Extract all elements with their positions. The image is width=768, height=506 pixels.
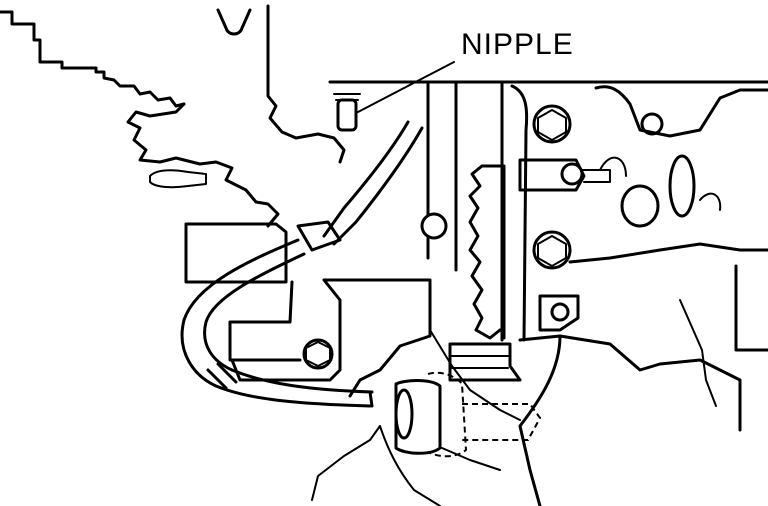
gasket-strip <box>468 164 502 340</box>
hose-upper-inner <box>332 126 424 246</box>
head-port-2 <box>620 184 660 228</box>
hose-loop-inner <box>203 252 374 394</box>
throttle-bracket-bolt <box>560 162 584 186</box>
manifold-plate <box>426 80 529 342</box>
right-cover <box>518 264 768 432</box>
lower-mid-lines <box>429 329 521 471</box>
housing-bolt-hex <box>305 341 331 367</box>
head-wave <box>599 156 722 211</box>
hose-fitting-hidden <box>427 371 542 458</box>
hose-connector <box>296 220 342 252</box>
lower-housing <box>230 278 432 398</box>
left-bracket <box>184 222 288 284</box>
lower-left-lines <box>311 425 441 506</box>
plate-bolt-1 <box>420 212 448 240</box>
fitting-connector <box>368 390 374 408</box>
nipple-collar <box>333 93 361 101</box>
right-cover-edge <box>518 334 562 506</box>
head-port-3 <box>668 154 696 218</box>
break-line-middle <box>126 102 280 228</box>
housing-notch <box>228 280 302 362</box>
fuel-bulge-left <box>149 169 207 189</box>
nipple <box>336 98 358 132</box>
hose-fitting-solid <box>394 379 442 455</box>
hose-upper <box>322 120 410 238</box>
callout-label-nipple: NIPPLE <box>461 28 574 61</box>
panel-left-edge <box>266 4 346 164</box>
plate-base-block <box>448 342 522 382</box>
flange-bolt <box>550 302 570 322</box>
callout-leader <box>357 61 455 113</box>
hose-band <box>206 362 238 390</box>
hose-loop-outer <box>180 238 372 408</box>
gasket-strip-right <box>480 164 506 340</box>
head-bolt-1-hex <box>537 109 567 141</box>
hook-detail <box>216 8 252 36</box>
hose-fitting-end <box>394 388 414 440</box>
head-bolt-2-hex <box>537 235 567 267</box>
throttle-bracket <box>518 158 586 192</box>
head-bolt-2 <box>532 230 572 270</box>
throttle-rod <box>581 169 611 183</box>
head-port-1 <box>640 112 664 136</box>
flange-plate <box>538 294 580 332</box>
plate-base-lines <box>451 355 509 369</box>
break-line-top-left <box>0 10 186 108</box>
head-lower-edge <box>568 242 768 264</box>
head-body-right <box>594 85 768 138</box>
right-curve <box>679 299 717 407</box>
head-bolt-1 <box>532 104 572 144</box>
housing-bolt <box>302 338 334 370</box>
